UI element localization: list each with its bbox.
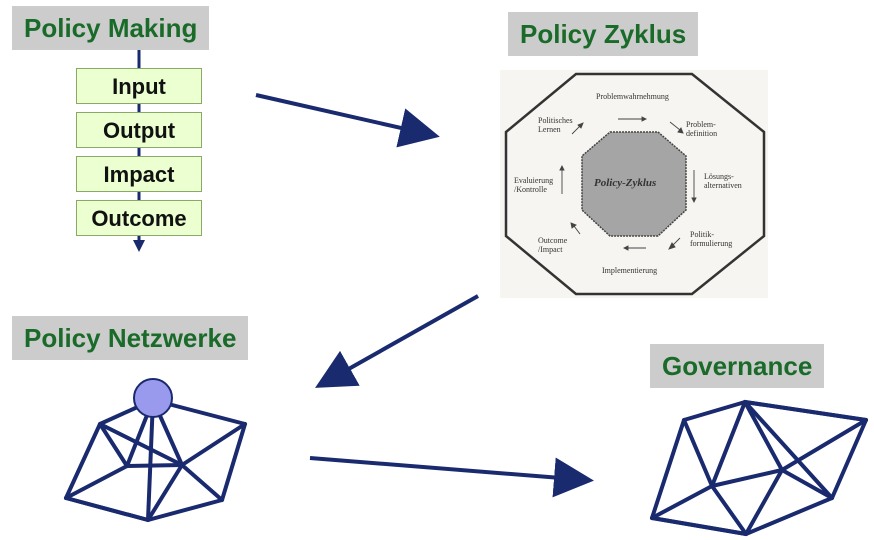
governance-title: Governance — [650, 344, 825, 388]
governance-network — [650, 400, 868, 536]
cycle-step-evaluierung: Evaluierung /Kontrolle — [514, 176, 554, 194]
stage-impact: Impact — [76, 156, 202, 192]
cycle-step-problemwahrnehmung: Problemwahrnehmung — [596, 92, 669, 101]
cycle-step-implementierung: Implementierung — [602, 266, 658, 275]
stage-axis-arrowhead — [133, 240, 145, 252]
stage-output: Output — [76, 112, 202, 148]
cycle-center-label: Policy-Zyklus — [594, 177, 657, 189]
arrow-netzwerke-to-governance — [309, 456, 594, 498]
policy-cycle-figure: Policy-Zyklus Problemwahrnehmung Problem… — [500, 70, 768, 298]
arrow-zyklus-to-netzwerke — [315, 294, 479, 388]
network-node — [133, 378, 173, 418]
stage-outcome: Outcome — [76, 200, 202, 236]
arrow-making-to-zyklus — [255, 93, 440, 148]
cycle-step-loesungsalternativen: Lösungs- alternativen — [704, 172, 742, 190]
cycle-step-problemdefinition: Problem- definition — [686, 120, 718, 138]
stage-input: Input — [76, 68, 202, 104]
cycle-step-politikformulierung: Politik- formulierung — [690, 230, 733, 248]
policy-zyklus-title: Policy Zyklus — [508, 12, 699, 56]
policy-making-title: Policy Making — [12, 6, 210, 50]
cycle-drawing — [504, 72, 766, 296]
policy-network — [64, 398, 247, 522]
cycle-step-politisches-lernen: Politisches Lernen — [538, 116, 573, 134]
cycle-step-outcome-impact: Outcome /Impact — [538, 236, 568, 254]
policy-netzwerke-title: Policy Netzwerke — [12, 316, 249, 360]
